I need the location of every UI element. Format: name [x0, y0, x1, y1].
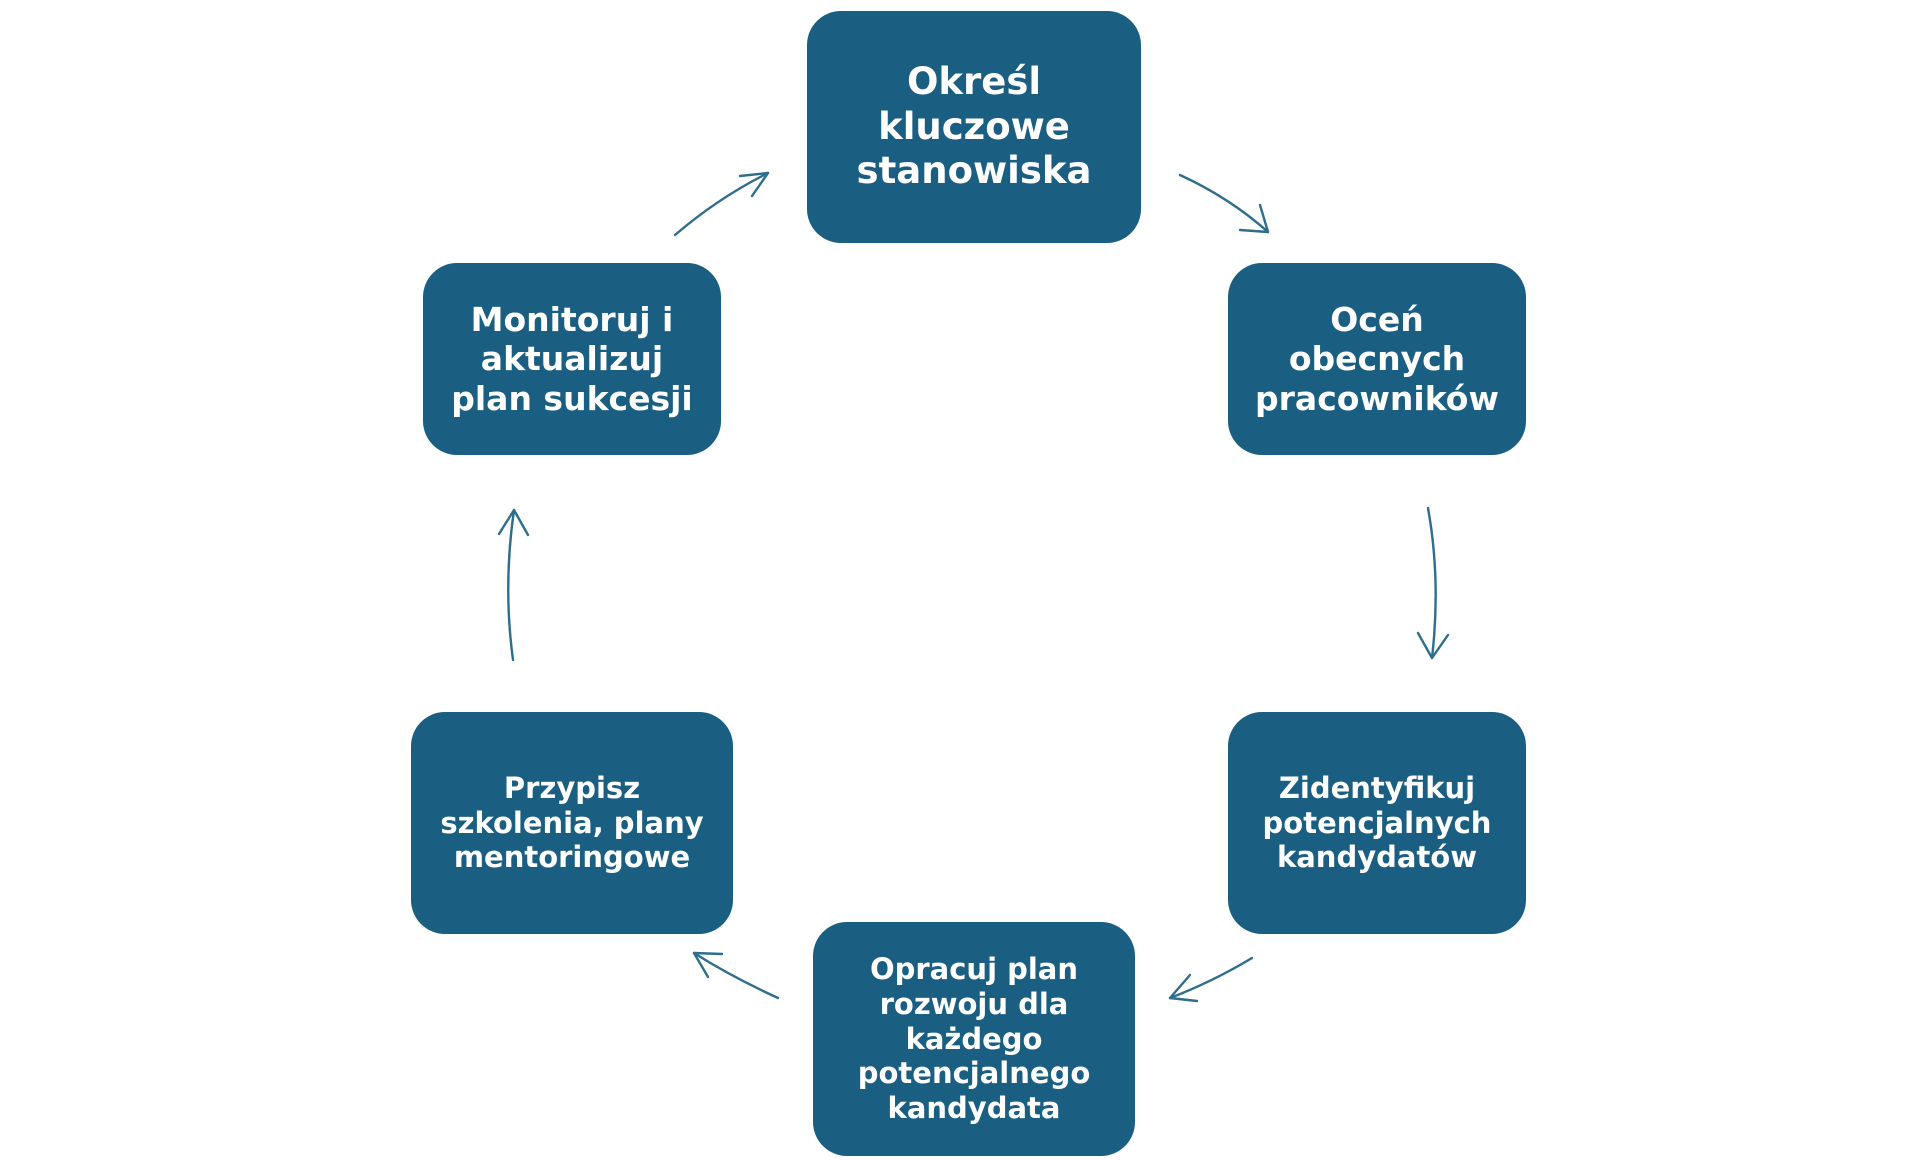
step-4-box: Opracuj plan rozwoju dla każdego potencj…	[813, 922, 1135, 1156]
arrow-step6-to-step1	[673, 171, 770, 237]
step-1-box: Określ kluczowe stanowiska	[807, 11, 1141, 243]
arrow-step2-to-step3	[1416, 506, 1450, 660]
step-2-label: Oceń obecnych pracowników	[1255, 299, 1499, 418]
arrow-step3-to-step4	[1168, 956, 1254, 1003]
arrow-step1-to-step2	[1178, 173, 1270, 234]
step-4-label: Opracuj plan rozwoju dla każdego potencj…	[857, 952, 1091, 1126]
step-3-label: Zidentyfikuj potencjalnych kandydatów	[1262, 770, 1492, 875]
step-6-label: Monitoruj i aktualizuj plan sukcesji	[451, 299, 693, 418]
step-1-label: Określ kluczowe stanowiska	[856, 60, 1092, 193]
step-2-box: Oceń obecnych pracowników	[1228, 263, 1526, 455]
step-5-box: Przypisz szkolenia, plany mentoringowe	[411, 712, 733, 934]
step-3-box: Zidentyfikuj potencjalnych kandydatów	[1228, 712, 1526, 934]
arrow-step5-to-step6	[497, 508, 530, 662]
step-5-label: Przypisz szkolenia, plany mentoringowe	[440, 770, 704, 875]
arrow-step4-to-step5	[692, 951, 780, 1000]
step-6-box: Monitoruj i aktualizuj plan sukcesji	[423, 263, 721, 455]
